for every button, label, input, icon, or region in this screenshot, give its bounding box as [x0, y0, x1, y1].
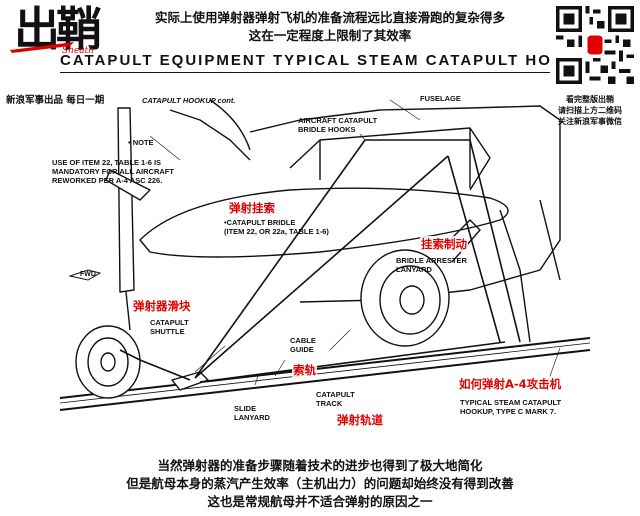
qr-note-line1: 看完整版出鞘: [566, 95, 614, 104]
label-fwd: FWD: [80, 271, 96, 278]
label-track: CATAPULT TRACK: [316, 390, 355, 408]
red-label-cable: 索轨: [292, 362, 317, 378]
red-label-track: 弹射轨道: [336, 412, 384, 428]
qr-code-icon[interactable]: [556, 6, 634, 84]
label-bridle: •CATAPULT BRIDLE (ITEM 22, OR 22a, TABLE…: [224, 218, 329, 236]
bottom-caption-line3: 这也是常规航母并不适合弹射的原因之一: [207, 494, 433, 509]
label-shuttle: CATAPULT SHUTTLE: [150, 318, 189, 336]
bottom-caption-line2: 但是航母本身的蒸汽产生效率（主机出力）的问题却始终没有得到改善: [126, 476, 514, 491]
byline: 新浪军事出品 每日一期: [6, 95, 105, 106]
label-typical-l2: HOOKUP, TYPE C MARK 7.: [460, 407, 557, 416]
label-bridle-l2: (ITEM 22, OR 22a, TABLE 1-6): [224, 227, 329, 236]
label-shuttle-l2: SHUTTLE: [150, 327, 185, 336]
top-caption-line1: 实际上使用弹射器弹射飞机的准备流程远比直接滑跑的复杂得多: [154, 10, 505, 25]
note-text-l1: USE OF ITEM 22, TABLE 1-6 IS: [52, 158, 162, 167]
header-banner: CATAPULT EQUIPMENT TYPICAL STEAM CATAPUL…: [60, 52, 550, 69]
label-cable-guide-l2: GUIDE: [290, 345, 314, 354]
qr-note-line3: 关注新浪军事微信: [558, 117, 622, 126]
header-rule: [60, 72, 550, 73]
red-label-bridle: 弹射挂索: [228, 200, 276, 216]
label-bridle-hooks-l2: BRIDLE HOOKS: [298, 125, 356, 134]
note-text: USE OF ITEM 22, TABLE 1-6 IS MANDATORY F…: [52, 158, 174, 185]
label-slide-lanyard: SLIDE LANYARD: [234, 404, 270, 422]
fwd-arrow-icon: [68, 269, 102, 281]
label-typical-l1: TYPICAL STEAM CATAPULT: [460, 398, 562, 407]
qr-note-line2: 请扫描上方二维码: [558, 106, 622, 115]
label-note: • NOTE: [128, 138, 154, 147]
logo-sub: Sheath: [62, 46, 95, 56]
label-track-l2: TRACK: [316, 399, 343, 408]
label-bridle-hooks-l1: AIRCRAFT CATAPULT: [298, 116, 378, 125]
bottom-caption-line1: 当然弹射器的准备步骤随着技术的进步也得到了极大地简化: [157, 458, 483, 473]
label-cable-guide: CABLE GUIDE: [290, 336, 316, 354]
label-arrester: BRIDLE ARRESTER LANYARD: [396, 256, 467, 274]
qr-note: 看完整版出鞘 请扫描上方二维码 关注新浪军事微信: [542, 94, 638, 127]
logo-swoosh: [10, 42, 74, 53]
top-caption-line2: 这在一定程度上限制了其效率: [248, 28, 412, 43]
label-arrester-l1: BRIDLE ARRESTER: [396, 256, 467, 265]
label-typical: TYPICAL STEAM CATAPULT HOOKUP, TYPE C MA…: [460, 398, 561, 416]
label-bridle-l1: •CATAPULT BRIDLE: [224, 218, 296, 227]
label-shuttle-l1: CATAPULT: [150, 318, 189, 327]
label-slide-l2: LANYARD: [234, 413, 270, 422]
label-cable-guide-l1: CABLE: [290, 336, 316, 345]
label-slide-l1: SLIDE: [234, 404, 257, 413]
note-text-l2: MANDATORY FOR ALL AIRCRAFT: [52, 167, 174, 176]
label-fuselage: FUSELAGE: [420, 94, 461, 103]
label-arrester-l2: LANYARD: [396, 265, 432, 274]
red-label-title: 如何弹射A-4攻击机: [458, 376, 563, 392]
label-track-l1: CATAPULT: [316, 390, 355, 399]
fig-title: CATAPULT HOOKUP cont.: [142, 96, 236, 105]
label-bridle-hooks: AIRCRAFT CATAPULT BRIDLE HOOKS: [298, 116, 377, 134]
red-label-shuttle: 弹射器滑块: [132, 298, 192, 314]
red-label-arrester: 挂索制动: [420, 236, 468, 252]
note-text-l3: REWORKED PER A-4 ASC 226.: [52, 176, 163, 185]
